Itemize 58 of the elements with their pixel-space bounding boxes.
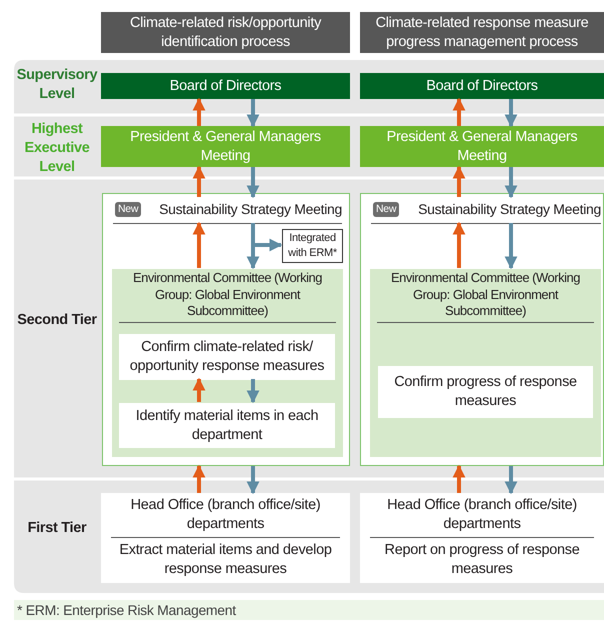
board-box bbox=[360, 73, 604, 99]
process-box bbox=[119, 334, 335, 380]
committee-panel bbox=[370, 269, 601, 457]
level-label: First Tier bbox=[26, 519, 88, 538]
box-title: Board of Directors bbox=[425, 76, 539, 96]
meeting-name: Sustainability Strategy Meeting bbox=[159, 200, 342, 219]
committee-name: Environmental Committee (Working Group: Global Environment Subcommittee) bbox=[377, 270, 594, 323]
process-text: Identify material items in each department bbox=[134, 406, 320, 444]
header-text: Climate-related response measure progress management process bbox=[374, 14, 590, 52]
arrow bbox=[192, 98, 206, 126]
arrow bbox=[452, 464, 466, 493]
department-box bbox=[101, 493, 350, 583]
box-title: President & General Managers Meeting bbox=[129, 128, 322, 166]
meeting-box bbox=[101, 126, 350, 167]
arrow bbox=[452, 222, 466, 268]
department-name: Head Office (branch office/site) departments bbox=[386, 496, 578, 534]
meeting-box bbox=[360, 126, 604, 167]
arrow bbox=[504, 223, 518, 270]
arrow bbox=[192, 166, 206, 197]
process-box bbox=[378, 366, 593, 418]
new-tag: New bbox=[373, 202, 400, 217]
department-task: Extract material items and develop response measures bbox=[111, 536, 340, 582]
process-header bbox=[101, 12, 350, 53]
board-box bbox=[101, 73, 350, 99]
arrow bbox=[246, 379, 260, 404]
arrow bbox=[452, 166, 466, 197]
arrow bbox=[452, 98, 466, 126]
department-task: Report on progress of response measures bbox=[370, 536, 594, 582]
note-box bbox=[282, 229, 343, 263]
department-box bbox=[360, 493, 604, 583]
tier-frame bbox=[360, 193, 604, 466]
level-label: Supervisory Level bbox=[16, 66, 98, 104]
arrow bbox=[504, 99, 518, 128]
note-text: Integrated with ERM* bbox=[287, 230, 338, 261]
arrow bbox=[246, 466, 260, 494]
footnote: * ERM: Enterprise Risk Management bbox=[14, 600, 604, 620]
level-label: Second Tier bbox=[16, 311, 98, 330]
committee-panel bbox=[112, 269, 343, 457]
header-text: Climate-related risk/opportunity identification process bbox=[128, 14, 322, 52]
process-text: Confirm progress of response measures bbox=[393, 373, 578, 411]
meeting-name: Sustainability Strategy Meeting bbox=[418, 200, 601, 219]
department-name: Head Office (branch office/site) departments bbox=[130, 496, 322, 534]
box-title: Board of Directors bbox=[168, 76, 282, 96]
arrow bbox=[246, 99, 260, 128]
process-box bbox=[119, 403, 335, 448]
arrow bbox=[192, 464, 206, 493]
arrow bbox=[504, 466, 518, 494]
committee-name: Environmental Committee (Working Group: Global Environment Subcommittee) bbox=[119, 270, 336, 323]
process-text: Confirm climate-related risk/ opportunity response measures bbox=[128, 338, 326, 376]
arrow bbox=[504, 167, 518, 198]
process-header bbox=[360, 12, 604, 53]
arrow bbox=[246, 167, 260, 198]
tier-frame bbox=[102, 193, 350, 466]
arrow bbox=[192, 378, 206, 402]
level-label: Highest Executive Level bbox=[23, 120, 90, 177]
arrow bbox=[192, 222, 206, 268]
box-title: President & General Managers Meeting bbox=[386, 128, 578, 166]
new-tag: New bbox=[115, 202, 142, 217]
